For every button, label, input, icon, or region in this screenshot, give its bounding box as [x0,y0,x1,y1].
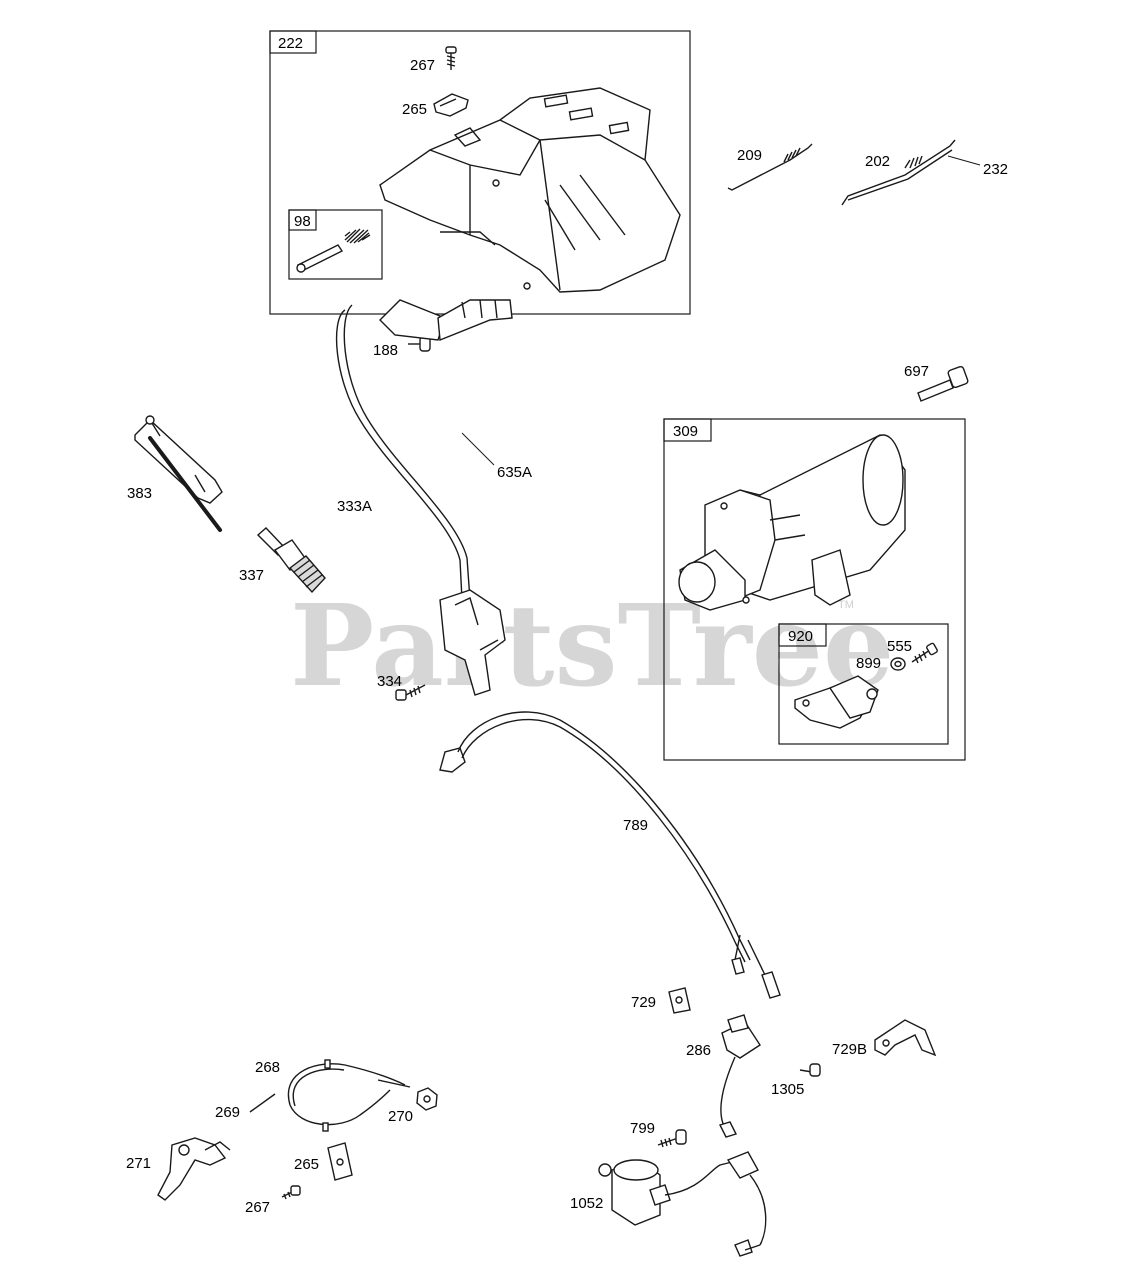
callout-729: 729 [631,994,656,1011]
callout-1052: 1052 [570,1195,603,1212]
watermark-trademark: TM [838,599,854,611]
callout-267: 267 [410,57,435,74]
callout-555: 555 [887,638,912,655]
part-271-control-bracket[interactable] [157,1137,231,1201]
part-267-screw-bottom[interactable] [281,1185,301,1200]
part-309-starter-motor[interactable] [678,434,906,611]
part-98-spring[interactable] [344,228,371,244]
callout-789: 789 [623,817,648,834]
callout-383: 383 [127,485,152,502]
group-920-label-box [778,623,827,647]
group-222: 222 267 265 [269,30,691,315]
callout-267-bottom: 267 [245,1199,270,1216]
part-270-nut[interactable] [416,1087,438,1111]
callout-729B: 729B [832,1041,867,1058]
part-555-screw[interactable] [911,642,938,664]
part-202-governor-link[interactable] [841,139,956,206]
callout-286: 286 [686,1042,711,1059]
part-383-stop-switch[interactable] [134,415,223,532]
part-268-cable[interactable] [249,1059,411,1132]
leader-635A [461,432,495,466]
callout-271: 271 [126,1155,151,1172]
group-222-label-box [269,30,317,54]
group-98-frame [288,209,383,280]
callout-333A: 333A [337,498,372,515]
part-920-solenoid[interactable] [794,675,879,729]
part-635A-spark-plug-boot[interactable] [379,299,513,466]
callout-98: 98 [294,213,311,230]
callout-799: 799 [630,1120,655,1137]
group-920-frame [778,623,949,745]
callout-188: 188 [373,342,398,359]
part-1052-fuel-solenoid[interactable] [598,1151,767,1257]
part-334-screw[interactable] [395,684,426,701]
callout-270: 270 [388,1108,413,1125]
callout-920: 920 [788,628,813,645]
callout-265-bottom: 265 [294,1156,319,1173]
part-265-clip[interactable] [433,93,469,117]
part-286-rectifier[interactable] [719,1014,761,1138]
callout-1305: 1305 [771,1081,804,1098]
part-98-pin[interactable] [296,244,344,273]
callout-899: 899 [856,655,881,672]
part-729B-clamp[interactable] [874,1019,937,1057]
part-729-clip[interactable] [668,987,691,1014]
callout-337: 337 [239,567,264,584]
part-267-screw[interactable] [445,46,457,70]
part-265-cable-clip[interactable] [327,1142,353,1181]
callout-268: 268 [255,1059,280,1076]
part-899-washer[interactable] [890,657,906,671]
group-309-label-box [663,418,712,442]
callout-635A: 635A [497,464,532,481]
part-799-bolt[interactable] [657,1129,687,1148]
part-1305-screw[interactable] [799,1063,821,1077]
callout-232: 232 [983,161,1008,178]
callout-269: 269 [215,1104,240,1121]
part-337-spark-plug[interactable] [256,527,326,594]
part-789-wire-harness[interactable] [439,711,781,999]
part-209-spring-link[interactable] [727,143,813,191]
callout-697: 697 [904,363,929,380]
callout-309: 309 [673,423,698,440]
part-333A-ignition-armature[interactable] [335,304,506,696]
part-697-bolt[interactable] [917,365,969,402]
callout-209: 209 [737,147,762,164]
group-309: 309 920 899 [663,418,966,761]
group-98-label-box [288,209,317,231]
callout-334: 334 [377,673,402,690]
group-309-frame [663,418,966,761]
callout-222: 222 [278,35,303,52]
callout-202: 202 [865,153,890,170]
leader-232 [947,155,981,166]
part-222-housing[interactable] [379,87,681,293]
callout-265: 265 [402,101,427,118]
